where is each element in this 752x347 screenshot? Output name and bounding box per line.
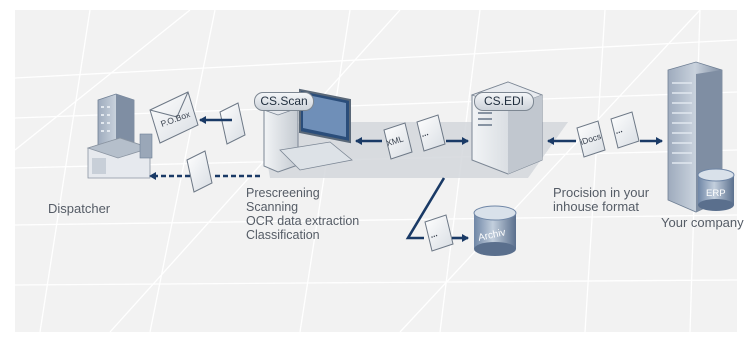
- inhouse-caption-line2: inhouse format: [553, 199, 639, 214]
- scan-incoming-document-icon: [186, 150, 213, 193]
- dots-document-icon: [416, 114, 446, 152]
- edi-label: CS.EDI: [474, 92, 534, 111]
- erp-label: ERP: [706, 188, 726, 199]
- dispatcher-label: Dispatcher: [48, 201, 111, 216]
- archive-database-icon: [473, 205, 517, 256]
- erp-database-icon: [697, 168, 735, 211]
- scan-step-scanning: Scanning: [246, 200, 299, 214]
- dispatcher-building-icon: [86, 93, 153, 179]
- scan-step-prescreening: Prescreening: [246, 186, 320, 200]
- scan-label: CS.Scan: [254, 92, 314, 111]
- pobox-envelope-icon: [149, 91, 199, 144]
- inhouse-caption-line1: Procision in your: [553, 185, 650, 200]
- scan-step-ocr: OCR data extraction: [246, 214, 360, 228]
- xml-document-icon: [383, 122, 413, 160]
- company-label: Your company: [661, 215, 744, 230]
- scan-step-classification: Classification: [246, 228, 320, 242]
- scan-outgoing-document-icon: [219, 102, 246, 145]
- erp-document-icon: [610, 111, 640, 149]
- archive-document-icon: [424, 214, 454, 252]
- idocs-document-icon: [576, 120, 606, 158]
- edi-to-archive-line[interactable]: [405, 177, 446, 240]
